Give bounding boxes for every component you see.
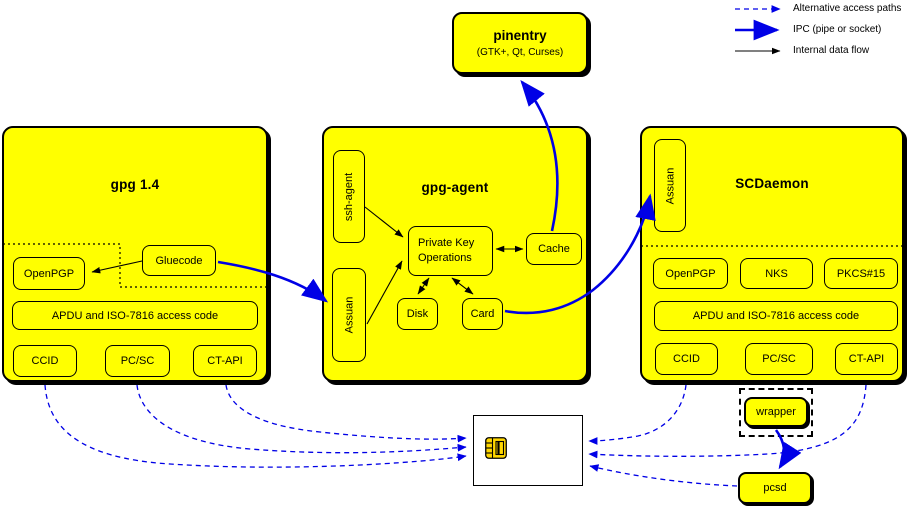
edge-scdaemon-ccid-to-smartcard xyxy=(588,384,687,445)
scdaemon-ctapi-node: CT-API xyxy=(835,343,898,375)
gpg14-box xyxy=(2,126,268,382)
scdaemon-pkcs15-node: PKCS#15 xyxy=(824,258,898,289)
edge-gpg14-ccid-to-smartcard xyxy=(44,384,467,468)
pcsd-node: pcsd xyxy=(738,472,812,504)
gpg-agent-assuan-node: Assuan xyxy=(332,268,366,362)
gpg14-gluecode-node: Gluecode xyxy=(142,245,216,276)
edge-pcsd-to-smartcard xyxy=(589,464,738,487)
scdaemon-apdu-node: APDU and ISO-7816 access code xyxy=(654,301,898,331)
gpg14-apdu-node: APDU and ISO-7816 access code xyxy=(12,301,258,330)
scdaemon-openpgp-node: OpenPGP xyxy=(653,258,728,289)
smartcard-chip-icon xyxy=(485,437,507,459)
scdaemon-title: SCDaemon xyxy=(735,176,809,191)
gpg-agent-title: gpg-agent xyxy=(421,180,489,195)
gpg14-ccid-node: CCID xyxy=(13,345,77,377)
scdaemon-ccid-node: CCID xyxy=(655,343,718,375)
legend-label-ipc: IPC (pipe or socket) xyxy=(793,24,882,35)
pinentry-subtitle: (GTK+, Qt, Curses) xyxy=(476,47,564,58)
scdaemon-nks-node: NKS xyxy=(740,258,813,289)
scdaemon-pcsc-node: PC/SC xyxy=(745,343,813,375)
gpg-agent-cache-node: Cache xyxy=(526,233,582,265)
legend-label-alternative: Alternative access paths xyxy=(793,3,902,14)
gpg14-title: gpg 1.4 xyxy=(110,177,160,192)
pinentry-title: pinentry xyxy=(493,28,547,43)
gpg-agent-ssh-agent-node: ssh-agent xyxy=(333,150,365,243)
pinentry-box: pinentry (GTK+, Qt, Curses) xyxy=(452,12,588,74)
wrapper-node: wrapper xyxy=(744,397,808,427)
gpg14-ctapi-node: CT-API xyxy=(193,345,257,377)
legend-label-internal: Internal data flow xyxy=(793,45,870,56)
gpg-agent-private-key-operations-node: Private Key Operations xyxy=(408,226,493,276)
gpg-agent-card-node: Card xyxy=(462,298,503,330)
edge-scdaemon-ctapi-to-smartcard xyxy=(588,384,867,459)
scdaemon-assuan-node: Assuan xyxy=(654,139,686,232)
gpg14-openpgp-node: OpenPGP xyxy=(13,257,85,290)
gpg14-pcsc-node: PC/SC xyxy=(105,345,170,377)
edge-gpg14-ctapi-to-smartcard xyxy=(225,384,467,443)
smartcard xyxy=(473,415,583,486)
gpg-agent-disk-node: Disk xyxy=(397,298,438,330)
edge-gpg14-pcsc-to-smartcard xyxy=(136,384,467,454)
